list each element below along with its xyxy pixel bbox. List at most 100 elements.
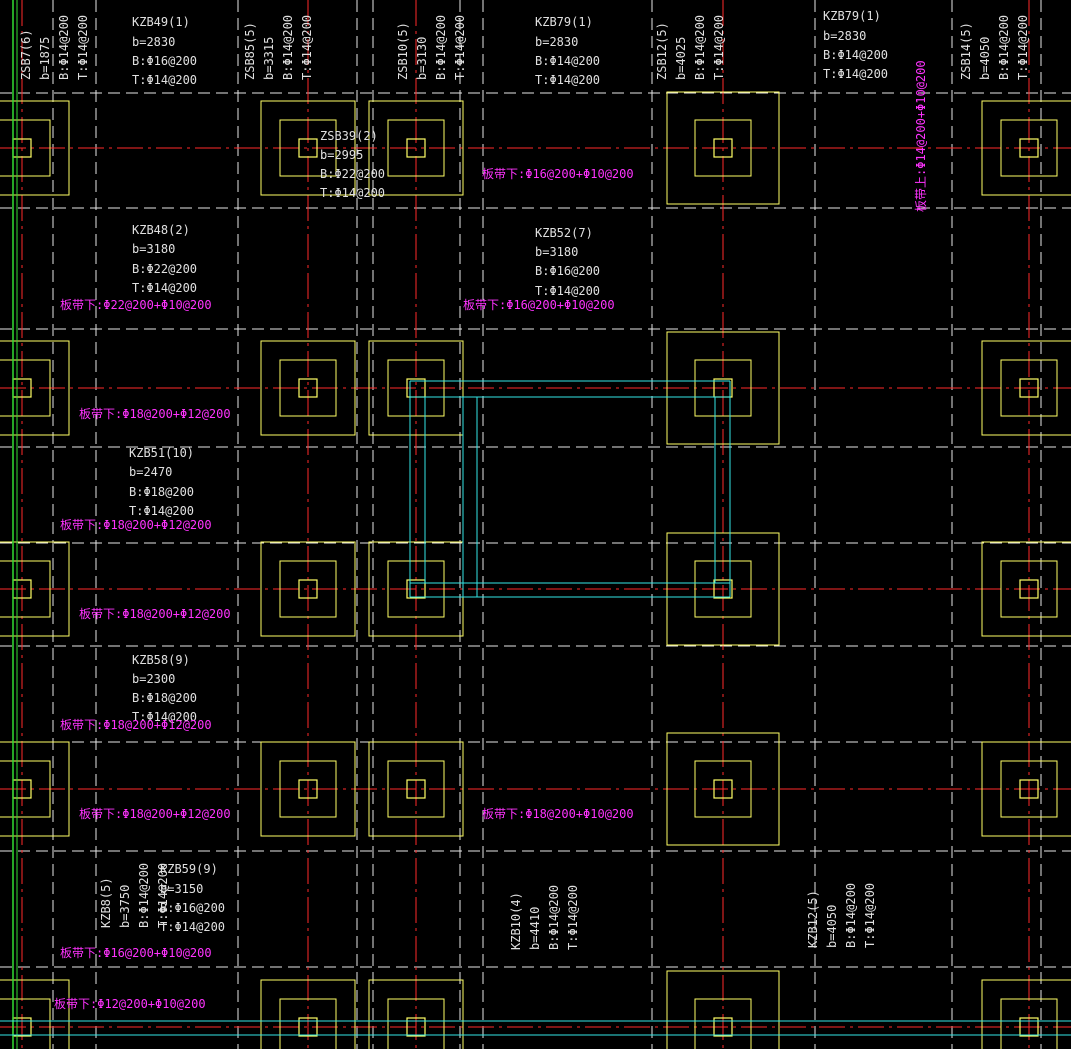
- slab-label: 板带下:Φ18@200+Φ12@200: [79, 607, 231, 621]
- beam-width: b=2830: [535, 35, 578, 49]
- footing-outer: [0, 100, 70, 196]
- beam-width: b=3315: [262, 37, 276, 80]
- column: [298, 579, 318, 599]
- beam-name: KZB52(7): [535, 226, 593, 240]
- beam-top-bar: T:Φ14@200: [535, 284, 600, 298]
- beam-width: b=1875: [38, 37, 52, 80]
- beam-top-bar: T:Φ14@200: [300, 15, 314, 80]
- beam-name: KZB8(5): [99, 877, 113, 928]
- beam-bottom-bar: B:Φ22@200: [132, 262, 197, 276]
- footing-inner: [387, 359, 445, 417]
- beam-label-6: KZB51(10) b=2470 B:Φ18@200 T:Φ14@200: [129, 446, 194, 518]
- vbeam-label-1: ZSB85(5) b=3315 B:Φ14@200 T:Φ14@200: [243, 15, 314, 80]
- beam-bottom-bar: B:Φ18@200: [129, 485, 194, 499]
- beam-label-4: KZB48(2) b=3180 B:Φ22@200 T:Φ14@200: [132, 223, 197, 295]
- footing-outer: [666, 732, 780, 846]
- beam-width: b=4025: [674, 37, 688, 80]
- beam-label-2: KZB79(1) b=2830 B:Φ14@200 T:Φ14@200: [823, 9, 888, 81]
- footing-outer: [0, 979, 70, 1049]
- footing-outer: [666, 532, 780, 646]
- footing-outer: [981, 741, 1071, 837]
- beam-bottom-bar: B:Φ14@200: [535, 54, 600, 68]
- footing-inner: [1000, 998, 1058, 1049]
- slab-label: 板带下:Φ18@200+Φ12@200: [79, 407, 231, 421]
- beam-bottom-bar: B:Φ14@200: [57, 15, 71, 80]
- beam-width: b=3750: [118, 885, 132, 928]
- beam-top-bar: T:Φ14@200: [863, 883, 877, 948]
- slab-label: 板带下:Φ16@200+Φ10@200: [482, 167, 634, 181]
- beam-name: KZB58(9): [132, 653, 190, 667]
- footing-inner: [0, 760, 51, 818]
- beam-bottom-bar: B:Φ22@200: [320, 167, 385, 181]
- footing-inner: [694, 119, 752, 177]
- slab-label: 板带下:Φ18@200+Φ10@200: [482, 807, 634, 821]
- column: [1019, 779, 1039, 799]
- beam-top-bar: T:Φ14@200: [712, 15, 726, 80]
- beam-top-bar: T:Φ14@200: [453, 15, 467, 80]
- beam-name: KZB10(4): [509, 892, 523, 950]
- beam-bottom-bar: B:Φ18@200: [132, 691, 197, 705]
- beam-name: KZB49(1): [132, 15, 190, 29]
- column: [298, 1017, 318, 1037]
- beam-name: KZB51(10): [129, 446, 194, 460]
- beam-label-0: KZB49(1) b=2830 B:Φ16@200 T:Φ14@200: [132, 15, 197, 87]
- footing-outer: [260, 979, 356, 1049]
- beam-label-3: ZSB39(2) b=2995 B:Φ22@200 T:Φ14@200: [320, 129, 385, 200]
- column: [713, 579, 733, 599]
- footing-inner: [694, 998, 752, 1049]
- footing-inner: [694, 359, 752, 417]
- footing-outer: [368, 741, 464, 837]
- beam-width: b=4050: [978, 37, 992, 80]
- beam-name: KZB79(1): [823, 9, 881, 23]
- beam-width: b=3130: [415, 37, 429, 80]
- footing-inner: [387, 560, 445, 618]
- footing-outer: [981, 541, 1071, 637]
- beam-bottom-bar: B:Φ14@200: [547, 885, 561, 950]
- vbeam-label-3: ZSB12(5) b=4025 B:Φ14@200 T:Φ14@200: [655, 15, 726, 80]
- beam-name: ZSB10(5): [396, 22, 410, 80]
- footing-outer: [260, 340, 356, 436]
- beam-width: b=4050: [825, 905, 839, 948]
- beam-bottom-bar: B:Φ14@200: [434, 15, 448, 80]
- slab-label: 板带下:Φ16@200+Φ10@200: [60, 946, 212, 960]
- beam-width: b=2830: [823, 29, 866, 43]
- footing-outer: [368, 979, 464, 1049]
- slab-label: 板带下:Φ18@200+Φ12@200: [79, 807, 231, 821]
- column: [1019, 1017, 1039, 1037]
- beam-top-bar: T:Φ14@200: [1016, 15, 1030, 80]
- footing-outer: [260, 100, 356, 196]
- vbeam-label-4: ZSB14(5) b=4050 B:Φ14@200 T:Φ14@200: [959, 15, 1030, 80]
- beam-name: KZB12(5): [806, 890, 820, 948]
- beam-width: b=2830: [132, 35, 175, 49]
- footing-inner: [279, 998, 337, 1049]
- beam-bottom-bar: B:Φ14@200: [997, 15, 1011, 80]
- footing-outer: [0, 741, 70, 837]
- footing-outer: [0, 541, 70, 637]
- slab-label: 板带下:Φ18@200+Φ12@200: [60, 518, 212, 532]
- slab-label: 板带下:Φ16@200+Φ10@200: [463, 298, 615, 312]
- footing-outer: [260, 541, 356, 637]
- footing-outer: [260, 741, 356, 837]
- beam-top-bar: T:Φ14@200: [566, 885, 580, 950]
- footing-inner: [0, 359, 51, 417]
- column: [406, 579, 426, 599]
- vbeam-label-0: ZSB7(6) b=1875 B:Φ14@200 T:Φ14@200: [19, 15, 90, 80]
- column: [298, 378, 318, 398]
- beam-top-bar: T:Φ14@200: [76, 15, 90, 80]
- column: [1019, 138, 1039, 158]
- beam-top-bar: T:Φ14@200: [320, 186, 385, 200]
- footing-inner: [279, 760, 337, 818]
- vbeam-label-7: KZB12(5) b=4050 B:Φ14@200 T:Φ14@200: [806, 883, 877, 948]
- beam-bottom-bar: B:Φ14@200: [823, 48, 888, 62]
- beam-width: b=2470: [129, 465, 172, 479]
- column: [406, 138, 426, 158]
- beam-width: b=3180: [132, 242, 175, 256]
- beam-label-7: KZB58(9) b=2300 B:Φ18@200 T:Φ14@200: [132, 653, 197, 724]
- footing-inner: [0, 998, 51, 1049]
- slab-label: 板带下:Φ12@200+Φ10@200: [54, 997, 206, 1011]
- vbeam-label-6: KZB10(4) b=4410 B:Φ14@200 T:Φ14@200: [509, 885, 580, 950]
- column: [713, 1017, 733, 1037]
